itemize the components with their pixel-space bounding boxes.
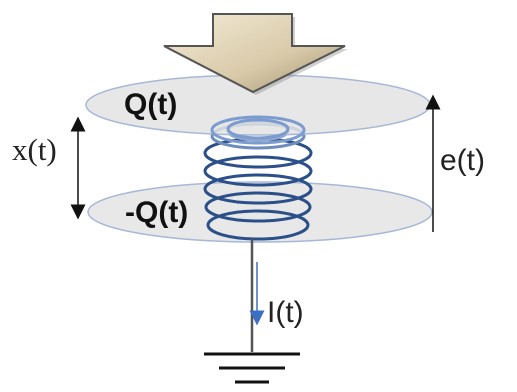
current-label: I(t) — [267, 296, 304, 329]
charge-top-label: Q(t) — [124, 88, 177, 121]
displacement-label: x(t) — [12, 132, 57, 167]
down-arrow-icon — [163, 13, 348, 95]
charge-bottom-label: -Q(t) — [125, 196, 188, 229]
voltage-label: e(t) — [440, 144, 485, 177]
coil-top-turns — [210, 115, 306, 145]
ground-icon — [204, 352, 300, 384]
